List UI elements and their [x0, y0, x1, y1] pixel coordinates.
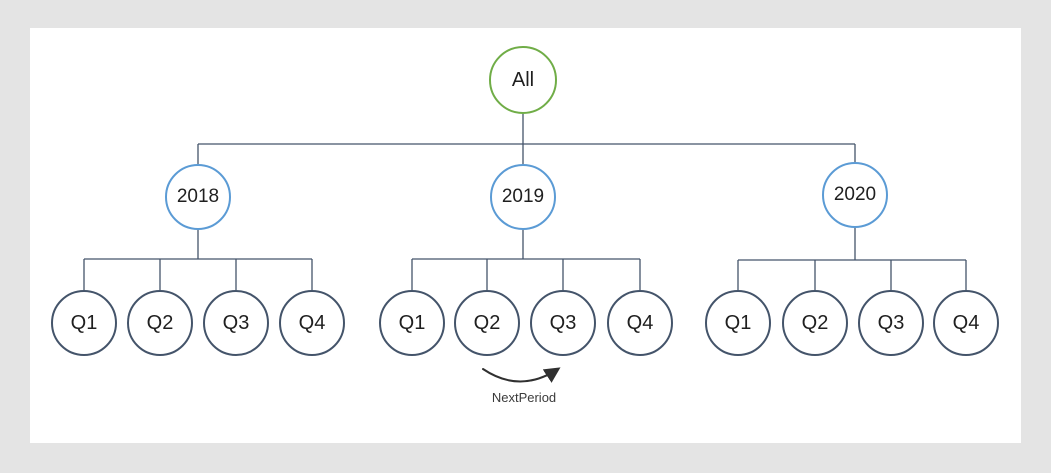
- quarter-node-label: Q3: [877, 311, 905, 334]
- quarter-node: Q4: [607, 290, 673, 356]
- quarter-node: Q1: [379, 290, 445, 356]
- year-node-2018: 2018: [165, 164, 231, 230]
- year-node-label: 2018: [176, 186, 220, 207]
- quarter-node: Q1: [51, 290, 117, 356]
- diagram-panel: All 2018 2019 2020 Q1 Q2 Q3 Q4 Q1 Q2: [30, 28, 1021, 443]
- year-node-label: 2019: [501, 186, 545, 207]
- year-node-label: 2020: [833, 184, 877, 205]
- quarter-node: Q2: [454, 290, 520, 356]
- quarter-node: Q2: [127, 290, 193, 356]
- year-node-2019: 2019: [490, 164, 556, 230]
- connector-lines: [83, 114, 967, 383]
- next-period-annotation: NextPeriod: [491, 390, 557, 405]
- quarter-node: Q3: [858, 290, 924, 356]
- quarter-node-label: Q4: [626, 311, 654, 334]
- quarter-node: Q1: [705, 290, 771, 356]
- year-node-2020: 2020: [822, 162, 888, 228]
- quarter-node-label: Q4: [952, 311, 980, 334]
- quarter-node-label: Q1: [70, 311, 98, 334]
- quarter-node: Q4: [933, 290, 999, 356]
- quarter-node: Q3: [530, 290, 596, 356]
- year-2018-to-quarters-connector: [83, 230, 313, 290]
- year-2020-to-quarters-connector: [737, 228, 967, 290]
- quarter-node-label: Q1: [724, 311, 752, 334]
- root-node: All: [489, 46, 557, 114]
- quarter-node: Q3: [203, 290, 269, 356]
- quarter-node-label: Q3: [549, 311, 577, 334]
- quarter-node-label: Q3: [222, 311, 250, 334]
- root-node-label: All: [511, 68, 535, 91]
- quarter-node-label: Q2: [473, 311, 501, 334]
- quarter-node-label: Q4: [298, 311, 326, 334]
- next-period-arrow: [482, 367, 561, 383]
- root-to-years-connector: [197, 114, 856, 164]
- quarter-node-label: Q2: [146, 311, 174, 334]
- quarter-node: Q2: [782, 290, 848, 356]
- year-2019-to-quarters-connector: [411, 230, 641, 290]
- quarter-node-label: Q2: [801, 311, 829, 334]
- quarter-node-label: Q1: [398, 311, 426, 334]
- quarter-node: Q4: [279, 290, 345, 356]
